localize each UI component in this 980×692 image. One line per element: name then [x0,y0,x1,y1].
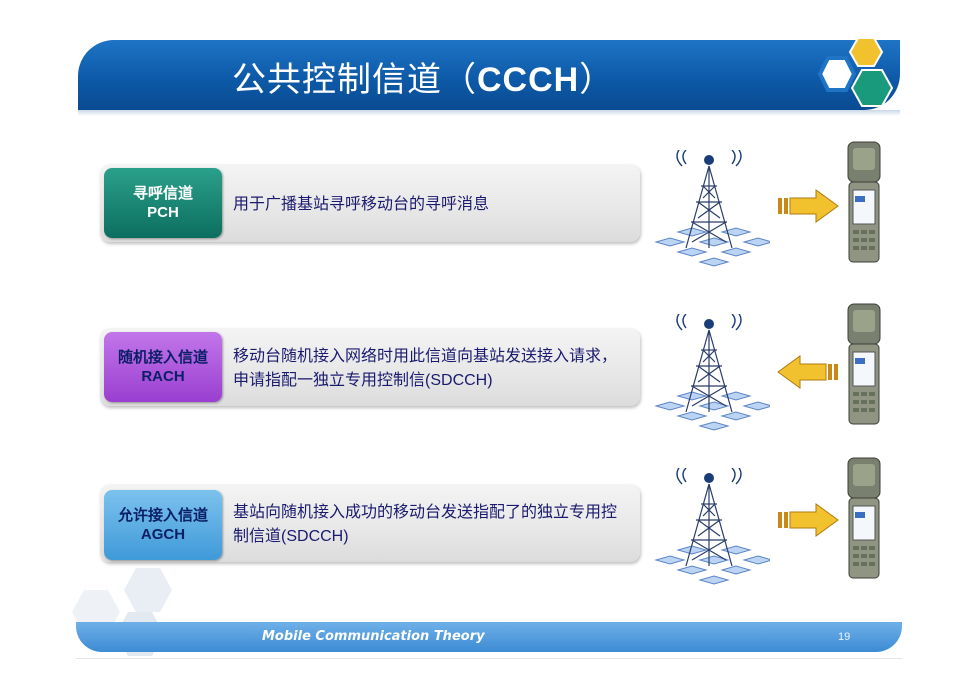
agch-desc-en: (SDCCH) [281,528,349,545]
title-close: ） [579,60,615,100]
base-station-tower-icon [654,150,770,267]
agch-description: 基站向随机接入成功的移动台发送指配了的独立专用控制信道(SDCCH) [233,500,623,549]
agch-label: 允许接入信道 AGCH [104,490,222,560]
rach-desc-text: 移动台随机接入网络时用此信道向基站发送接入请求，申请指配一独立专用控制信 [233,346,618,389]
agch-desc-text: 基站向随机接入成功的移动台发送指配了的独立专用控制信道 [233,502,618,545]
title-bar [78,40,900,110]
decorative-hexagons-icon [72,568,172,656]
base-station-tower-icon [654,468,770,585]
rach-desc-en: (SDCCH) [425,372,493,389]
pch-label-en: PCH [147,204,179,221]
pch-label-cn: 寻呼信道 [132,185,193,202]
footer-bar [76,622,902,652]
arrow-right-icon [778,503,839,537]
hexagon-logo-icon [817,37,894,107]
rach-description: 移动台随机接入网络时用此信道向基站发送接入请求，申请指配一独立专用控制信(SDC… [233,344,623,393]
footer-divider [76,658,902,659]
arrow-left-icon [777,355,838,389]
page-title: 公共控制信道（CCCH） [232,52,614,101]
title-cn: 公共控制信道（ [232,60,477,100]
title-shadow [78,110,900,116]
base-station-tower-icon [654,314,770,431]
title-en: CCCH [477,61,580,99]
pch-description: 用于广播基站寻呼移动台的寻呼消息 [233,192,623,216]
agch-label-cn: 允许接入信道 [117,507,208,524]
mobile-phone-icon [847,457,881,579]
arrow-right-icon [778,189,839,223]
mobile-phone-icon [847,141,881,263]
pch-desc-text: 用于广播基站寻呼移动台的寻呼消息 [233,194,490,213]
page-number: 19 [838,631,851,643]
agch-label-en: AGCH [140,526,186,543]
footer-title: Mobile Communication Theory [262,629,485,644]
rach-label-en: RACH [141,368,185,385]
mobile-phone-icon [847,303,881,425]
rach-label: 随机接入信道 RACH [104,332,222,402]
rach-label-cn: 随机接入信道 [117,349,208,366]
pch-label: 寻呼信道 PCH [104,168,222,238]
